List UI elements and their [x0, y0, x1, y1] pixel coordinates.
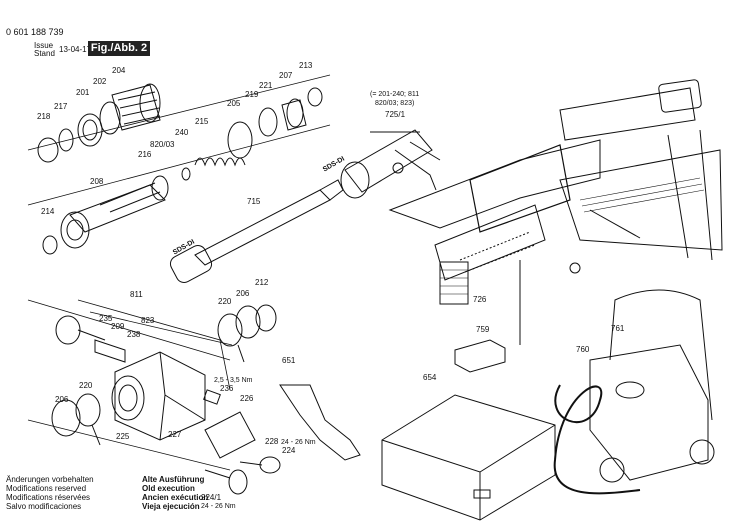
callout-216: 216	[138, 150, 152, 159]
torque-note-224-1: 24 - 26 Nm	[201, 503, 236, 510]
footer-left-line-2: Modifications reserved	[6, 484, 87, 493]
callout-759: 759	[476, 325, 490, 334]
issue-label: Issue	[34, 41, 54, 50]
footer-right-line-1: Alte Ausführung	[142, 475, 205, 484]
range-note-line1: (= 201-240; 811	[370, 91, 420, 98]
footer-right-line-3: Ancien exécution	[142, 493, 209, 502]
callout-217: 217	[54, 102, 68, 111]
figure-label: Fig./Abb. 2	[88, 41, 150, 56]
torque-note-228: 24 - 26 Nm	[281, 439, 316, 446]
callout-206-lower: 206	[55, 395, 69, 404]
part-number: 0 601 188 739	[6, 27, 64, 37]
range-note-line2: 820/03; 823)	[375, 100, 415, 107]
callout-220-lower: 220	[79, 381, 93, 390]
callout-823: 823	[141, 316, 155, 325]
callout-219: 219	[245, 90, 259, 99]
callout-214: 214	[41, 207, 55, 216]
callout-235: 235	[99, 314, 113, 323]
callout-226: 226	[240, 394, 254, 403]
callout-227: 227	[168, 430, 182, 439]
callout-208: 208	[90, 177, 104, 186]
callout-228: 228	[265, 437, 279, 446]
stand-label: Stand	[34, 49, 55, 58]
footer-right-line-4: Vieja ejecución	[142, 502, 200, 511]
callout-213: 213	[299, 61, 313, 70]
callout-651: 651	[282, 356, 296, 365]
callout-207: 207	[279, 71, 293, 80]
footer-left-line-3: Modifications réservées	[6, 493, 91, 502]
callout-225: 225	[116, 432, 130, 441]
callout-811: 811	[130, 290, 143, 299]
callout-761: 761	[611, 324, 625, 333]
footer-right-line-2: Old execution	[142, 484, 195, 493]
callout-654: 654	[423, 373, 437, 382]
callout-715: 715	[247, 197, 261, 206]
callout-201: 201	[76, 88, 90, 97]
callout-215: 215	[195, 117, 209, 126]
callout-218: 218	[37, 112, 51, 121]
callout-220-upper: 220	[218, 297, 232, 306]
callout-238: 238	[127, 330, 141, 339]
retaining-ring-218	[37, 137, 59, 163]
footer-left-line-1: Änderungen vorbehalten	[6, 475, 94, 484]
callout-205: 205	[227, 99, 241, 108]
callout-206-upper: 206	[236, 289, 250, 298]
callout-726: 726	[473, 295, 487, 304]
footer-left-line-4: Salvo modificaciones	[6, 502, 82, 511]
callout-240: 240	[175, 128, 189, 137]
callout-820-03: 820/03	[150, 140, 175, 149]
issue-date: 13-04-17	[59, 45, 92, 54]
callout-224-1: 224/1	[201, 493, 222, 502]
torque-note-236: 2,5 - 3,5 Nm	[214, 377, 253, 384]
callout-212: 212	[255, 278, 269, 287]
callout-224: 224	[282, 446, 296, 455]
callout-221: 221	[259, 81, 273, 90]
callout-202: 202	[93, 77, 107, 86]
callout-209: 209	[111, 322, 125, 331]
callout-236: 236	[220, 384, 234, 393]
callout-204: 204	[112, 66, 126, 75]
callout-725-1: 725/1	[385, 110, 406, 119]
callout-760: 760	[576, 345, 590, 354]
